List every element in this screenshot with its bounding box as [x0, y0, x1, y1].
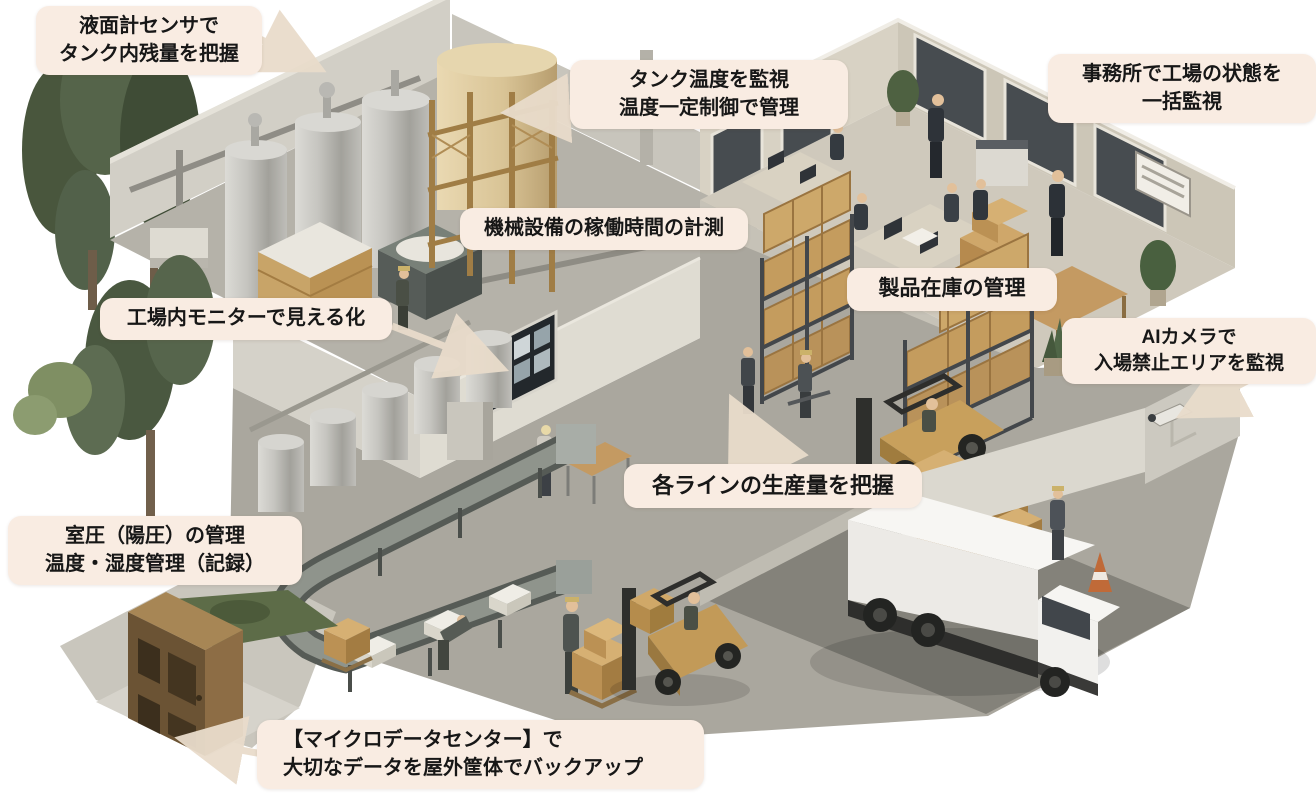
callout-tank-temperature: タンク温度を監視 温度一定制御で管理 [570, 60, 848, 130]
arrow-line-production [727, 393, 809, 495]
traffic-cone [1088, 552, 1112, 592]
office-desk [742, 152, 852, 208]
callout-room-pressure: 室圧（陽圧）の管理 温度・湿度管理（記録） [8, 516, 302, 586]
callout-ai-camera: AIカメラで 入場禁止エリアを監視 [1062, 318, 1316, 385]
office-window [1093, 122, 1167, 233]
office-interior [742, 70, 1176, 376]
arrow-factory-monitor [390, 313, 510, 379]
office-plant [1140, 240, 1176, 292]
person [438, 615, 472, 670]
callout-factory-monitor: 工場内モニターで見える化 [100, 298, 392, 340]
person [928, 94, 944, 178]
callout-line-production: 各ラインの生産量を把握 [624, 464, 922, 509]
loading-dock [810, 360, 1240, 697]
conveyor-machine [556, 424, 596, 464]
callout-machine-uptime: 機械設備の稼働時間の計測 [460, 208, 748, 250]
worker [396, 266, 410, 330]
work-table [565, 442, 632, 476]
office-plant [887, 70, 919, 114]
production-room [248, 319, 750, 709]
callout-product-inventory: 製品在庫の管理 [847, 268, 1057, 311]
person [1049, 170, 1065, 256]
callout-tank-level-sensor: 液面計センサで タンク内残量を把握 [36, 6, 262, 76]
callout-office-monitoring: 事務所で工場の状態を 一括監視 [1048, 54, 1316, 124]
person [1050, 486, 1065, 560]
arrow-ai-camera [1175, 354, 1254, 419]
truck [810, 492, 1120, 697]
forklift [610, 571, 750, 706]
conveyor-end-machine [556, 560, 592, 594]
truck-cab [1038, 585, 1120, 622]
person [944, 183, 959, 222]
windshield [1042, 596, 1090, 640]
person [973, 179, 988, 220]
person [854, 193, 868, 230]
wall-chart-board [1135, 150, 1191, 218]
callout-micro-datacenter: 【マイクロデータセンター】で 大切なデータを屋外筐体でバックアップ [257, 720, 704, 790]
white-package [489, 584, 531, 616]
arrow-tank-temperature [500, 73, 575, 144]
arrow-tank-level [248, 9, 327, 73]
pallet-box [321, 618, 373, 673]
callout-arrows [174, 9, 1254, 785]
